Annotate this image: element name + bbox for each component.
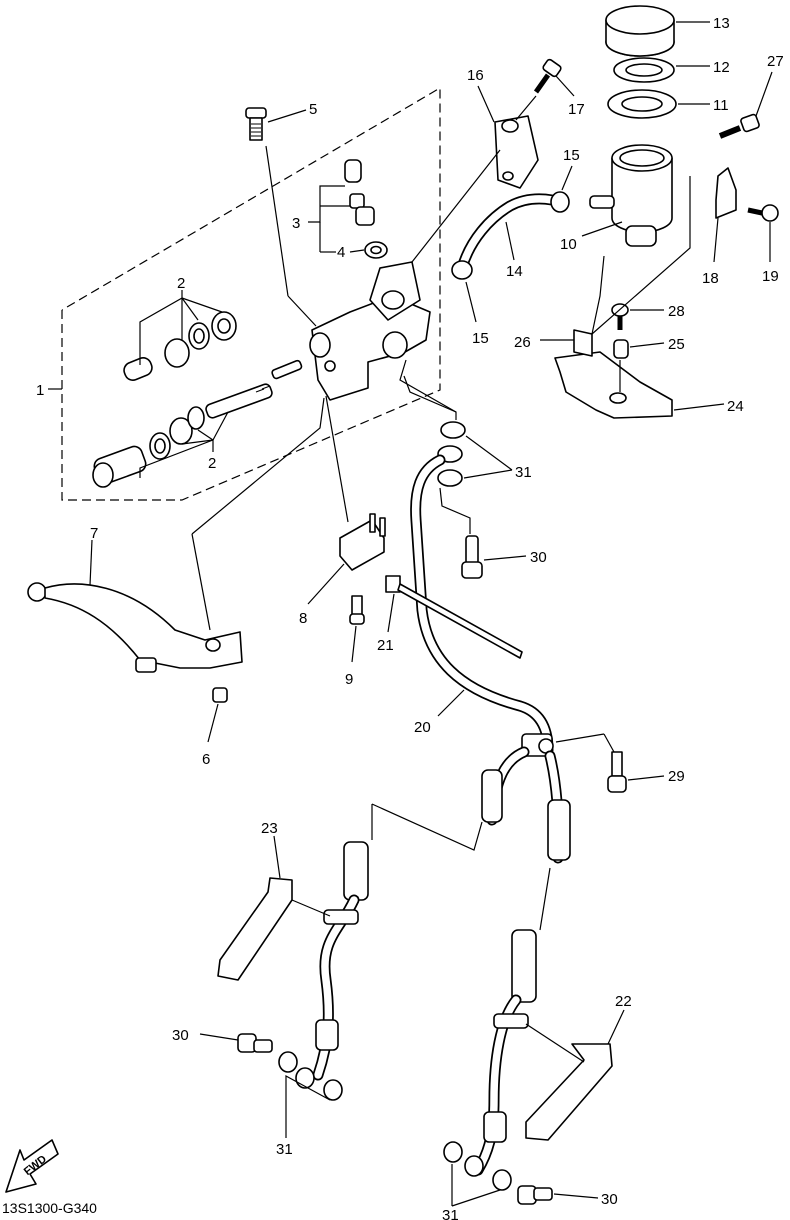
callout-30-lower-right: 30 [601,1191,618,1208]
callout-10: 10 [560,236,577,253]
callout-18: 18 [702,270,719,287]
callout-2-upper: 2 [177,275,185,292]
part-24-reservoir-bracket [554,351,673,419]
part-31-gasket-top-3 [437,469,463,487]
master-cylinder-body [309,261,431,401]
part-7-brake-lever [27,582,243,673]
callout-1: 1 [36,382,44,399]
part-16-holder [494,115,539,189]
fwd-arrow-icon: FWD [5,1139,59,1193]
part-15-hose-clip-upper [550,191,570,213]
callout-31-top: 31 [515,464,532,481]
callout-8: 8 [299,610,307,627]
callout-22: 22 [615,993,632,1010]
callout-3: 3 [292,215,300,232]
part-27-bolt [718,113,760,139]
callout-24: 24 [727,398,744,415]
part-13-reservoir-cap [605,5,675,57]
callout-27: 27 [767,53,784,70]
part-5-pivot-bolt [245,107,267,141]
callout-13: 13 [713,15,730,32]
part-30-union-bolt-right [517,1185,553,1205]
callout-9: 9 [345,671,353,688]
part-31-gasket-lower-left-1 [278,1051,298,1073]
callout-labels: 1 2 2 3 4 5 6 7 8 9 10 11 12 13 14 15 15… [36,15,784,1220]
part-3-bleed-screw [344,159,375,226]
leader-lines [48,21,773,1207]
part-23-hose-guide [217,877,293,981]
brake-hose-right-caliper [472,929,537,1176]
part-10-reservoir-tank [589,144,673,247]
callout-4: 4 [337,244,345,261]
part-6-nut [212,687,228,703]
part-30-union-bolt-top [461,535,483,579]
brake-hose-left-caliper [312,841,369,1081]
part-29-bolt [607,751,627,793]
assembly-boundary [61,86,441,501]
part-31-gasket-lower-right-1 [443,1141,463,1163]
callout-26: 26 [514,334,531,351]
part-11-diaphragm-holder [607,89,677,119]
part-31-gasket-lower-left-3 [323,1079,343,1101]
part-26-damper [573,329,593,357]
callout-7: 7 [90,525,98,542]
part-2-piston-kit-upper [123,311,237,381]
part-22-hose-guide [525,1043,613,1141]
callout-25: 25 [668,336,685,353]
part-18-bracket [715,167,737,219]
part-12-diaphragm [613,57,675,83]
callout-20: 20 [414,719,431,736]
callout-29: 29 [668,768,685,785]
callout-16: 16 [467,67,484,84]
callout-28: 28 [668,303,685,320]
part-31-gasket-top-1 [440,421,466,439]
part-19-bolt [747,204,779,222]
part-25-collar [613,339,629,359]
callout-23: 23 [261,820,278,837]
part-20-brake-hose [410,454,554,756]
part-14-reservoir-hose [456,193,558,274]
callout-30-top: 30 [530,549,547,566]
part-2-piston-kit-lower [92,359,303,488]
callout-30-lower-left: 30 [172,1027,189,1044]
callout-5: 5 [309,101,317,118]
callout-31-lower-right: 31 [442,1207,459,1220]
part-15-hose-clip-lower [451,260,473,280]
callout-19: 19 [762,268,779,285]
diagram-code: 13S1300-G340 [2,1200,97,1216]
callout-21: 21 [377,637,394,654]
callout-15-upper: 15 [563,147,580,164]
part-21-cable-tie [385,575,523,659]
callout-17: 17 [568,101,585,118]
callout-15-lower: 15 [472,330,489,347]
brake-hose-left-branch [481,746,530,826]
callout-14: 14 [506,263,523,280]
part-4-washer [364,241,388,259]
callout-11: 11 [713,97,729,114]
part-28-bolt [611,303,629,330]
part-17-bolt [533,58,562,94]
callout-6: 6 [202,751,210,768]
part-31-gasket-lower-right-2 [464,1155,484,1177]
part-31-gasket-lower-left-2 [295,1067,315,1089]
part-8-brake-light-switch [339,513,386,571]
part-31-gasket-lower-right-3 [492,1169,512,1191]
callout-12: 12 [713,59,730,76]
brake-hose-right-branch [544,750,571,864]
callout-31-lower-left: 31 [276,1141,293,1158]
part-30-union-bolt-left [237,1033,273,1053]
callout-2-lower: 2 [208,455,216,472]
part-9-screw [349,595,365,625]
